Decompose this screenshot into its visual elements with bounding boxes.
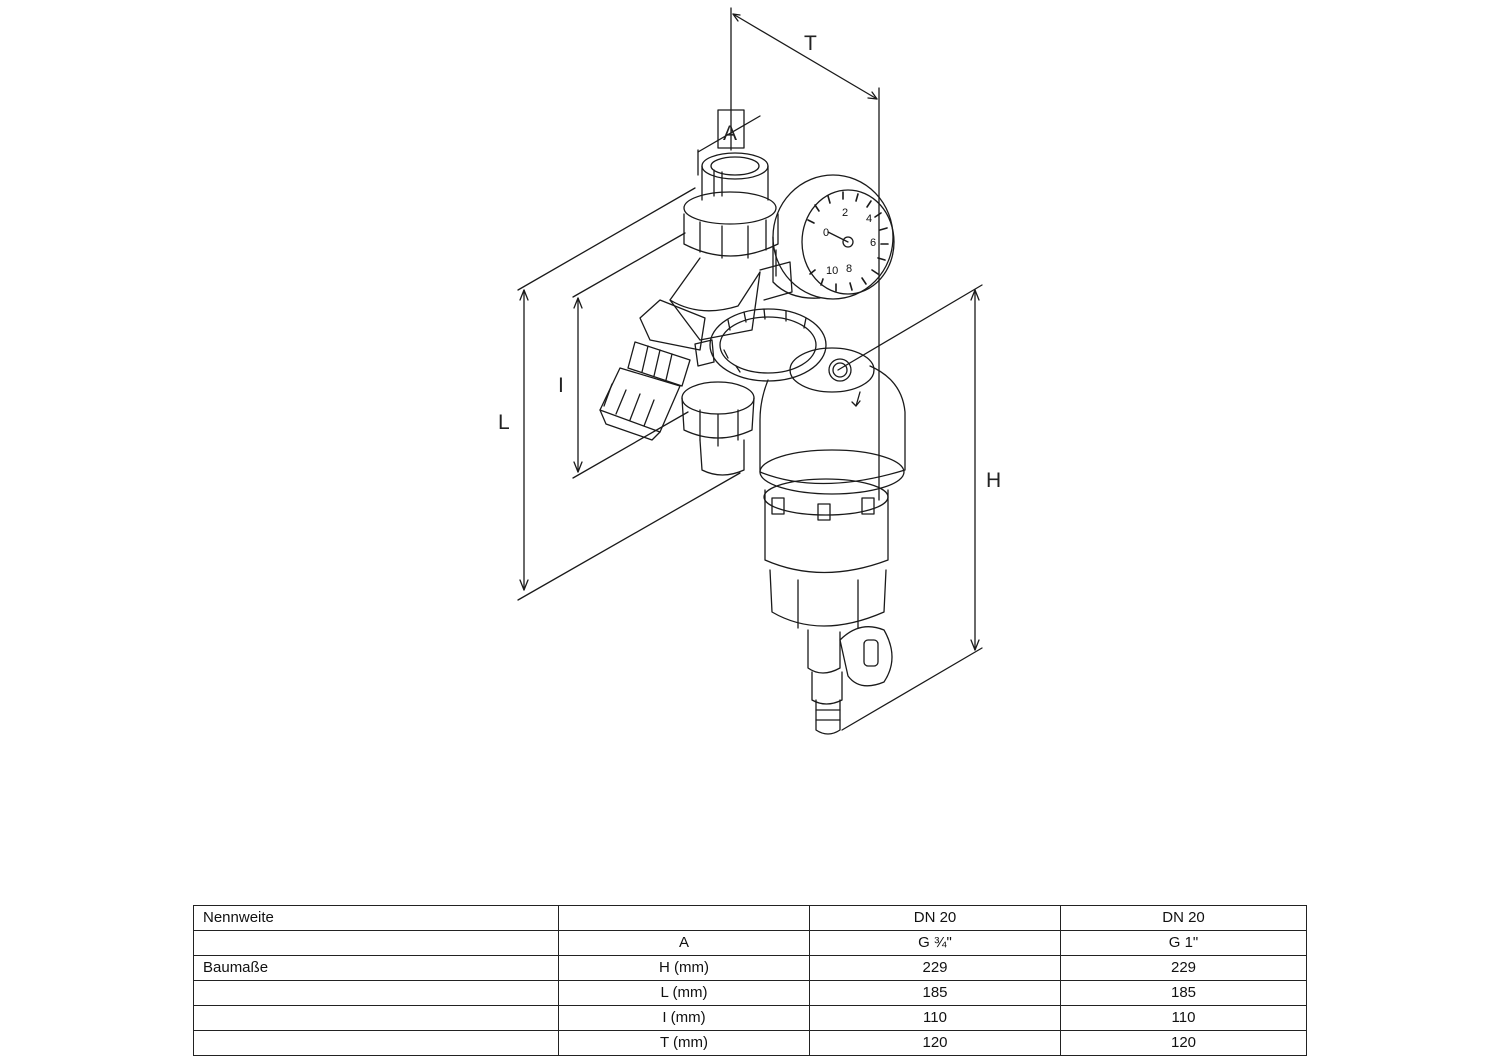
table-cell: Nennweite <box>193 905 559 931</box>
dimension-h <box>837 284 983 731</box>
table-cell: 120 <box>1060 1030 1307 1056</box>
inlet-connection <box>683 152 779 259</box>
table-row: I (mm) 110 110 <box>193 1005 1307 1031</box>
table-cell: 120 <box>809 1030 1061 1056</box>
table-cell: G 1" <box>1060 930 1307 956</box>
table-cell: Baumaße <box>193 955 559 981</box>
gauge-scale: 0 2 4 6 8 10 <box>823 207 876 277</box>
table-row: T (mm) 120 120 <box>193 1030 1307 1056</box>
gauge-number: 0 <box>823 227 829 239</box>
drain-valve <box>807 626 893 735</box>
dimensions-table: Nennweite DN 20 DN 20 A G ¾" G 1" Baumaß… <box>193 905 1307 1056</box>
label-a: A <box>723 122 737 145</box>
label-i: I <box>558 374 564 397</box>
table-row: Baumaße H (mm) 229 229 <box>193 955 1307 981</box>
table-cell: I (mm) <box>558 1005 810 1031</box>
gauge-number: 2 <box>842 207 848 219</box>
table-cell: 229 <box>809 955 1061 981</box>
table-cell <box>193 930 559 956</box>
gauge-number: 6 <box>870 237 876 249</box>
pressure-reducer <box>599 299 715 441</box>
table-cell: T (mm) <box>558 1030 810 1056</box>
technical-drawing: T A L I <box>498 7 1001 735</box>
dimension-a <box>697 109 761 176</box>
table-cell: DN 20 <box>809 905 1061 931</box>
union-ring <box>709 308 827 382</box>
dimension-t <box>730 7 880 501</box>
dimension-i <box>572 232 689 479</box>
valve-body <box>669 249 793 341</box>
filter-head <box>759 347 906 495</box>
dimension-l <box>517 187 741 601</box>
pressure-gauge <box>772 174 895 300</box>
outlet-connection <box>681 381 755 476</box>
gauge-number: 4 <box>866 213 872 225</box>
label-h: H <box>986 469 1001 492</box>
label-l: L <box>498 411 510 434</box>
table-cell: H (mm) <box>558 955 810 981</box>
table-row: L (mm) 185 185 <box>193 980 1307 1006</box>
table-row: Nennweite DN 20 DN 20 <box>193 905 1307 931</box>
table-cell <box>193 1005 559 1031</box>
gauge-number: 10 <box>826 265 838 277</box>
filter-bowl <box>763 478 889 629</box>
table-cell: DN 20 <box>1060 905 1307 931</box>
table-cell: 185 <box>809 980 1061 1006</box>
table-cell <box>558 905 810 931</box>
table-cell <box>193 980 559 1006</box>
table-cell: 185 <box>1060 980 1307 1006</box>
table-cell: G ¾" <box>809 930 1061 956</box>
table-cell: A <box>558 930 810 956</box>
table-cell: L (mm) <box>558 980 810 1006</box>
table-cell <box>193 1030 559 1056</box>
label-t: T <box>804 32 817 55</box>
gauge-number: 8 <box>846 263 852 275</box>
table-cell: 110 <box>1060 1005 1307 1031</box>
table-row: A G ¾" G 1" <box>193 930 1307 956</box>
table-cell: 229 <box>1060 955 1307 981</box>
table-cell: 110 <box>809 1005 1061 1031</box>
